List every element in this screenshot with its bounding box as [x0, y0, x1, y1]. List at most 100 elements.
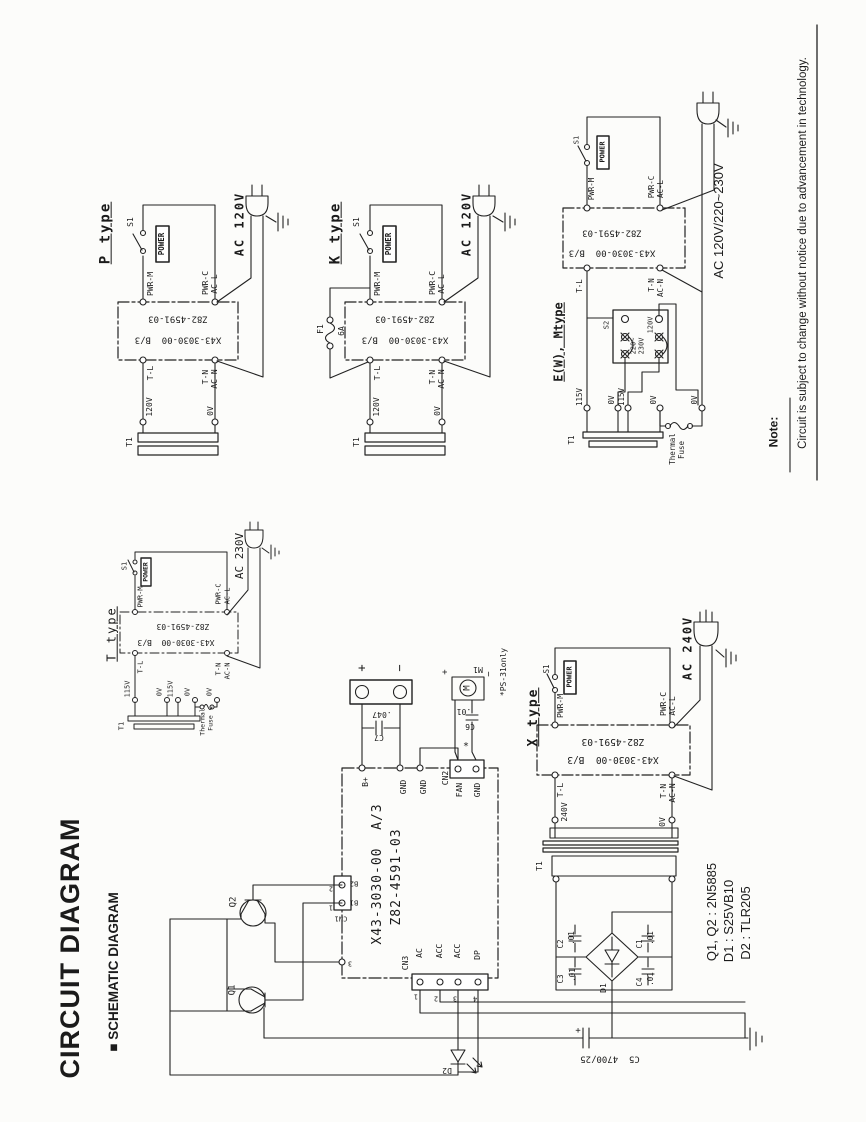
common-t_n-label: T-N — [214, 662, 223, 676]
main-cn2-label: CN2 — [440, 770, 450, 786]
blocks-t-v115-label: 115V — [123, 680, 132, 698]
boards-z-label: Z82-4591-03 — [582, 227, 642, 238]
common-t_l-label: T-L — [555, 782, 565, 798]
boards-z-label: Z82-4591-03 — [389, 828, 405, 926]
blocks-k-v-label: 120V — [371, 397, 381, 417]
note-label-label: Note: — [766, 416, 781, 448]
main-gnd-label: GND — [472, 782, 482, 798]
common-pwr_m-label: PWR-M — [145, 271, 155, 297]
blocks-m-thermal2-label: Fuse — [206, 715, 215, 731]
boards-z-label: Z82-4591-03 — [156, 622, 210, 632]
x-type-wiring — [536, 609, 737, 839]
blocks-t-v115-label: 115V — [166, 680, 175, 698]
main-plus-label: + — [440, 669, 451, 675]
blocks-m-name-label: E(W), Mtype — [551, 302, 566, 382]
boards-xb-label: X43-3030-00 B/3 — [137, 638, 215, 648]
blocks-m-v115-label: 115V — [617, 387, 627, 407]
main-n3-label: 3 — [347, 959, 353, 968]
common-s1-label: S1 — [542, 664, 552, 674]
common-power-label: POWER — [598, 141, 607, 163]
main-c01-label: .01 — [646, 972, 656, 986]
main-dp-label: DP — [472, 950, 482, 960]
main-n1-label: 1 — [413, 992, 419, 1001]
blocks-m-sel_hi2-label: 230V — [637, 337, 646, 355]
main-c01-label: .01 — [567, 931, 577, 945]
common-t_l-label: T-L — [575, 279, 585, 293]
main-gnd-label: GND — [418, 779, 428, 795]
header-title-label: CIRCUIT DIAGRAM — [54, 817, 85, 1079]
blocks-m-sel_lo-label: 120V — [646, 316, 655, 334]
blocks-p-ac-label: AC 120V — [232, 191, 247, 257]
common-t_l-label: T-L — [136, 660, 145, 674]
header-subtitle-label: ■ SCHEMATIC DIAGRAM — [105, 892, 121, 1052]
boards-xb-label: X43-3030-00 B/3 — [134, 334, 222, 345]
parts-d1-label: D1 : S25VB10 — [721, 879, 737, 963]
blocks-x-name-label: X type — [526, 687, 542, 747]
common-t1-label: T1 — [351, 437, 361, 447]
common-pwr_m-label: PWR-M — [587, 177, 597, 201]
main-n2-label: 2 — [433, 994, 439, 1003]
main-plus-label: + — [354, 664, 369, 672]
main-c5-label: C5 4700/25 — [580, 1053, 640, 1064]
blocks-k-fuse-label: 6A — [336, 326, 346, 336]
parts-d2-label: D2 : TLR205 — [738, 886, 754, 960]
common-v0-label: 0V — [607, 395, 617, 405]
blocks-m-ac-label: AC 120V/220~230V — [711, 163, 727, 279]
main-n2-label: 2 — [328, 884, 334, 893]
common-t1-label: T1 — [117, 721, 126, 731]
main-n3-label: 3 — [452, 994, 458, 1003]
common-ac_n-label: AC-N — [436, 369, 446, 389]
boards-xb-label: X43-3030-00 B/3 — [568, 247, 656, 258]
main-plus-label: + — [575, 1024, 581, 1035]
main-fan-label: FAN — [454, 782, 464, 798]
main-c6v-label: .01 — [456, 707, 472, 717]
common-pwr_m-label: PWR-M — [372, 271, 382, 297]
note-rules — [789, 24, 818, 481]
main-acc-label: ACC — [434, 943, 444, 959]
main-minus-label: − — [484, 671, 495, 677]
common-ac_l-label: AC-L — [436, 274, 446, 294]
common-f1-label: F1 — [315, 324, 325, 334]
main-ac-label: AC — [414, 948, 424, 958]
main-acc-label: ACC — [452, 943, 462, 959]
main-cn1-label: CN1 — [334, 914, 348, 923]
common-power-label: POWER — [157, 232, 167, 256]
common-v0-label: 0V — [205, 687, 214, 697]
common-ac_n-label: AC-N — [656, 278, 666, 298]
blocks-k-ac-label: AC 120V — [459, 191, 474, 257]
common-s1-label: S1 — [351, 217, 361, 227]
blocks-x-ac-label: AC 240V — [680, 615, 695, 681]
common-pwr_m-label: PWR-M — [555, 693, 565, 719]
main-gnd-label: GND — [398, 779, 408, 795]
common-v0-label: 0V — [155, 687, 164, 697]
main-ps31-label: *PS-31only — [498, 647, 508, 697]
common-pwr_c-label: PWR-C — [214, 583, 223, 605]
blocks-p-v-label: 120V — [144, 397, 154, 417]
main-q1-label: Q1 — [227, 984, 238, 996]
common-v0-label: 0V — [205, 406, 215, 416]
main-c01-label: .01 — [568, 968, 578, 982]
main-schematic-wiring — [169, 676, 763, 1076]
boards-z-label: Z82-4591-03 — [581, 735, 645, 747]
common-v0-label: 0V — [657, 817, 667, 827]
main-minus-label: − — [392, 664, 407, 672]
main-c01-label: .01 — [646, 931, 656, 945]
blocks-k-name-label: K type — [327, 201, 344, 265]
common-power-label: POWER — [384, 232, 394, 256]
note-text-label: Circuit is subject to change without not… — [796, 57, 809, 449]
common-v0-label: 0V — [649, 395, 659, 405]
common-ac_l-label: AC-L — [656, 179, 666, 199]
common-v0-label: 0V — [690, 395, 700, 405]
main-c7-label: C7 — [374, 733, 384, 743]
common-ac_n-label: AC-N — [667, 783, 677, 803]
common-ac_l-label: AC-L — [667, 696, 677, 716]
main-star-label: * — [462, 736, 470, 748]
main-cn3-label: CN3 — [400, 955, 410, 971]
k-type-wiring — [324, 184, 516, 456]
main-c1-label: C1 — [635, 939, 645, 949]
main-c3-label: C3 — [556, 974, 566, 984]
main-b_plus-label: B+ — [360, 777, 370, 787]
main-b2-label: B2 — [349, 879, 359, 888]
